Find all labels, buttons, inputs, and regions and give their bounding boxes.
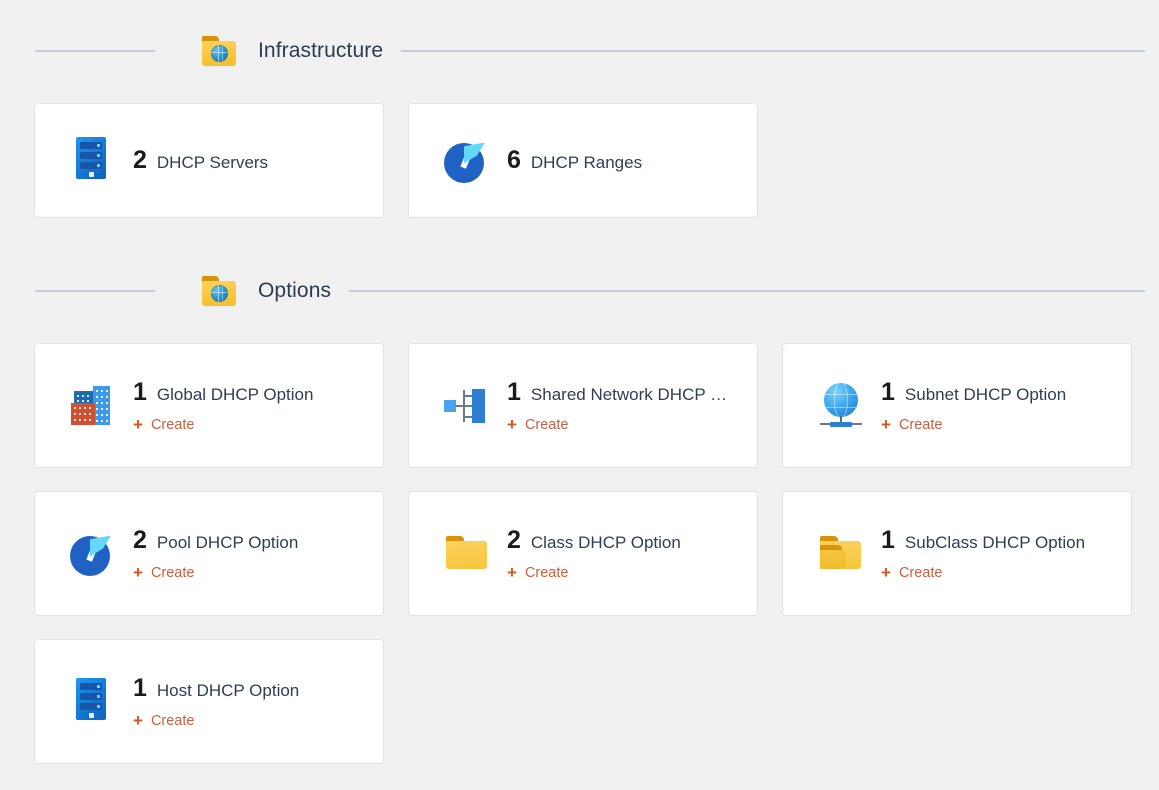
card-host-dhcp-option[interactable]: 1 Host DHCP Option + Create bbox=[34, 639, 384, 764]
card-global-dhcp-option[interactable]: 1 Global DHCP Option + Create bbox=[34, 343, 384, 468]
card-label: DHCP Servers bbox=[156, 153, 269, 172]
section-title: Options bbox=[258, 279, 332, 302]
create-label: Create bbox=[150, 564, 195, 581]
card-count: 1 bbox=[133, 378, 147, 406]
pie-chart-icon bbox=[441, 135, 493, 187]
card-count: 2 bbox=[507, 526, 521, 554]
create-label: Create bbox=[150, 712, 195, 729]
section-rule-right bbox=[401, 50, 1145, 52]
card-label: Class DHCP Option bbox=[530, 533, 681, 552]
create-link[interactable]: + Create bbox=[133, 564, 194, 581]
card-shared-network-dhcp-option[interactable]: 1 Shared Network DHCP … + Create bbox=[408, 343, 758, 468]
card-label: Global DHCP Option bbox=[156, 385, 314, 404]
card-pool-dhcp-option[interactable]: 2 Pool DHCP Option + Create bbox=[34, 491, 384, 616]
card-count: 2 bbox=[133, 526, 147, 554]
card-label: Subnet DHCP Option bbox=[904, 385, 1067, 404]
globe-stand-icon bbox=[815, 380, 867, 432]
card-label: Pool DHCP Option bbox=[156, 533, 299, 552]
card-label: SubClass DHCP Option bbox=[904, 533, 1086, 552]
pie-chart-icon bbox=[67, 528, 119, 580]
plus-icon: + bbox=[133, 711, 143, 730]
card-count: 1 bbox=[881, 526, 895, 554]
create-label: Create bbox=[150, 416, 195, 433]
card-subnet-dhcp-option[interactable]: 1 Subnet DHCP Option + Create bbox=[782, 343, 1132, 468]
folder-globe-icon bbox=[200, 33, 240, 69]
section-header-infrastructure: Infrastructure bbox=[0, 31, 1159, 71]
section-title: Infrastructure bbox=[258, 39, 384, 62]
plus-icon: + bbox=[507, 563, 517, 582]
plus-icon: + bbox=[133, 415, 143, 434]
section-rule-left bbox=[35, 290, 155, 292]
section-rule-right bbox=[349, 290, 1145, 292]
plus-icon: + bbox=[133, 563, 143, 582]
buildings-icon bbox=[67, 380, 119, 432]
create-link[interactable]: + Create bbox=[881, 564, 942, 581]
card-subclass-dhcp-option[interactable]: 1 SubClass DHCP Option + Create bbox=[782, 491, 1132, 616]
card-dhcp-ranges[interactable]: 6 DHCP Ranges bbox=[408, 103, 758, 218]
card-count: 1 bbox=[507, 378, 521, 406]
create-link[interactable]: + Create bbox=[507, 564, 568, 581]
create-link[interactable]: + Create bbox=[133, 712, 194, 729]
plus-icon: + bbox=[881, 415, 891, 434]
card-label: Shared Network DHCP … bbox=[530, 385, 728, 404]
folder-icon bbox=[441, 528, 493, 580]
plus-icon: + bbox=[507, 415, 517, 434]
server-icon bbox=[67, 135, 119, 187]
section-header-options: Options bbox=[0, 271, 1159, 311]
plus-icon: + bbox=[881, 563, 891, 582]
card-count: 1 bbox=[881, 378, 895, 406]
subfolder-icon bbox=[815, 528, 867, 580]
create-link[interactable]: + Create bbox=[133, 416, 194, 433]
card-label: DHCP Ranges bbox=[530, 153, 643, 172]
card-class-dhcp-option[interactable]: 2 Class DHCP Option + Create bbox=[408, 491, 758, 616]
create-label: Create bbox=[898, 564, 943, 581]
card-count: 1 bbox=[133, 674, 147, 702]
card-count: 6 bbox=[507, 146, 521, 174]
create-label: Create bbox=[898, 416, 943, 433]
card-count: 2 bbox=[133, 146, 147, 174]
section-rule-left bbox=[35, 50, 155, 52]
create-label: Create bbox=[524, 564, 569, 581]
create-link[interactable]: + Create bbox=[507, 416, 568, 433]
server-icon bbox=[67, 676, 119, 728]
card-label: Host DHCP Option bbox=[156, 681, 300, 700]
create-label: Create bbox=[524, 416, 569, 433]
card-dhcp-servers[interactable]: 2 DHCP Servers bbox=[34, 103, 384, 218]
create-link[interactable]: + Create bbox=[881, 416, 942, 433]
folder-globe-icon bbox=[200, 273, 240, 309]
hierarchy-icon bbox=[441, 380, 493, 432]
